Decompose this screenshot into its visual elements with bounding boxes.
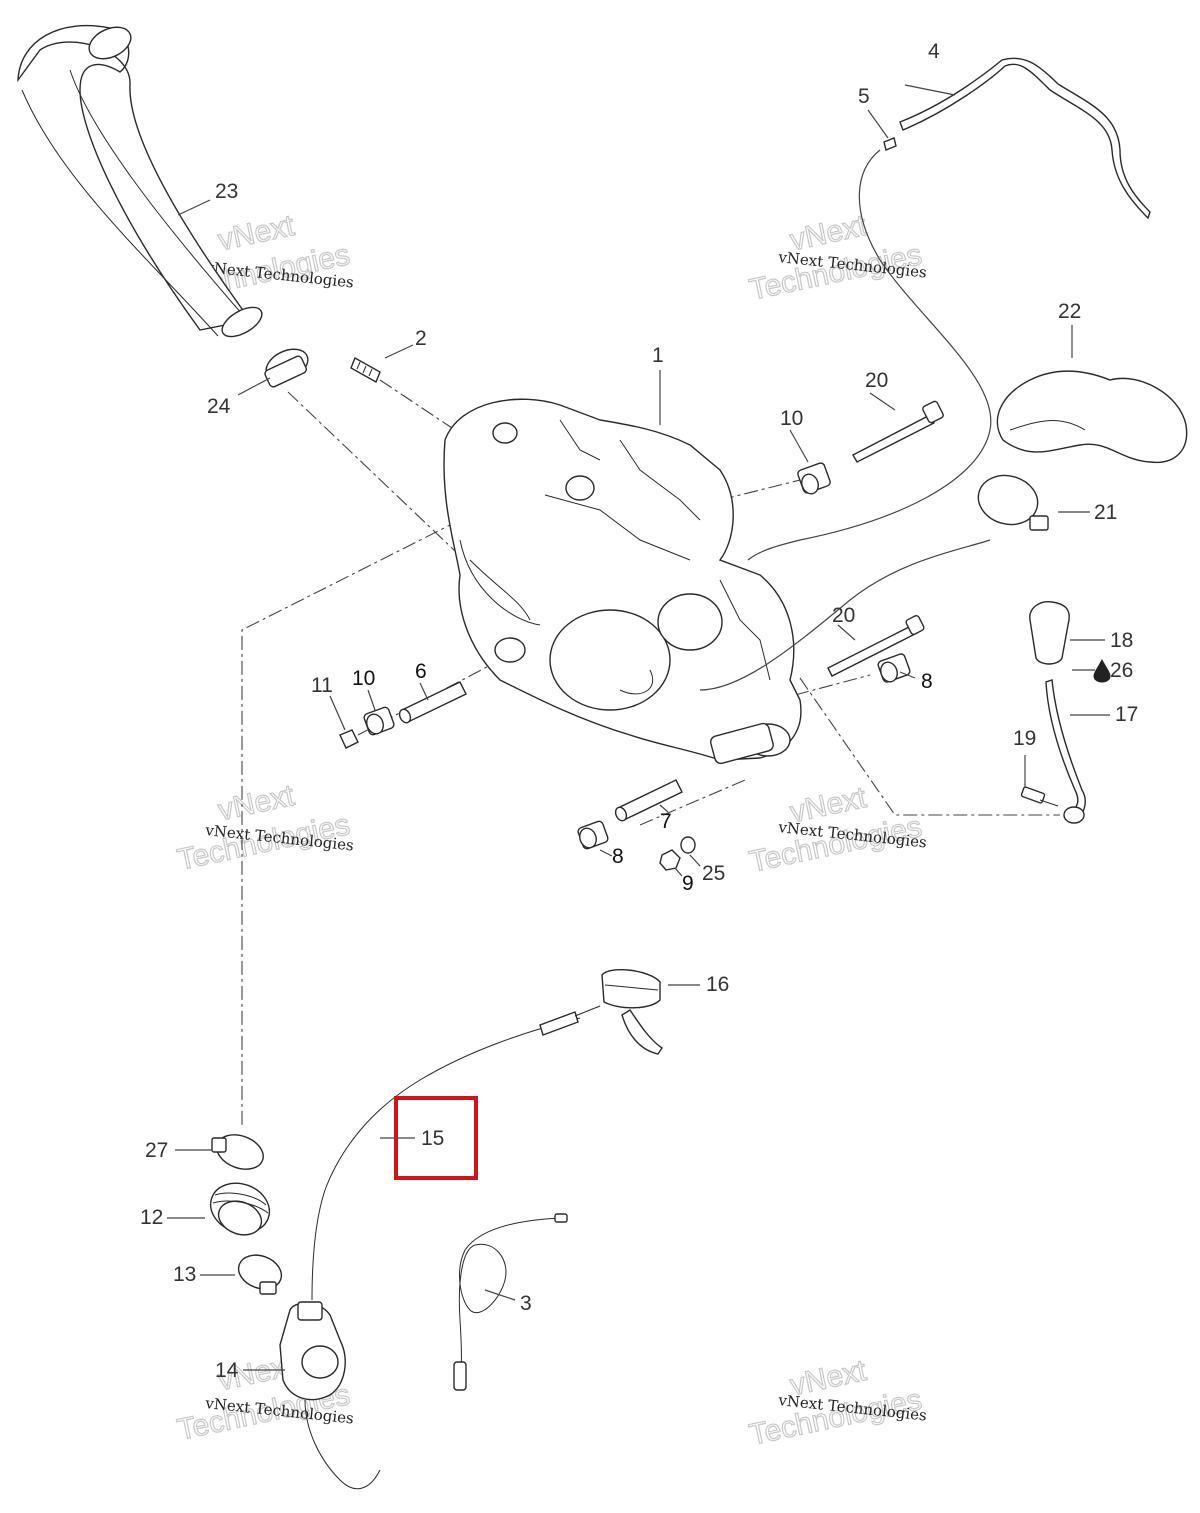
assembly-line-spark-plug	[379, 379, 471, 441]
intake-clamp-lower-part	[237, 1254, 283, 1295]
assembly-line-oil	[799, 677, 1060, 816]
bolt-lower-part	[827, 615, 925, 677]
part-label-1: 1	[652, 344, 664, 367]
part-label-2: 2	[415, 327, 427, 350]
bushing-left-part	[363, 706, 395, 736]
vent-tube-part	[899, 57, 1151, 220]
engine-block-part	[443, 398, 802, 765]
part-label-13: 13	[173, 1263, 196, 1286]
part-label-11: 11	[311, 674, 333, 697]
part-label-21: 21	[1094, 501, 1117, 524]
vent-fitting-part	[883, 137, 897, 151]
oil-hose-part	[1045, 679, 1086, 824]
part-label-27: 27	[145, 1139, 168, 1162]
washer-lower-part	[680, 836, 696, 854]
throttle-lever-part	[601, 969, 663, 1055]
spacer-left-part	[398, 681, 467, 724]
bolt-upper-part	[852, 400, 944, 463]
part-label-10-upper: 10	[780, 407, 803, 430]
part-label-8-lower: 8	[612, 845, 624, 868]
part-label-4: 4	[928, 40, 940, 63]
nut-lower-part	[659, 849, 681, 871]
intake-boot-part	[209, 1182, 271, 1236]
vent-tube-route	[747, 149, 992, 561]
part-label-22: 22	[1058, 300, 1081, 323]
part-label-20-lower: 20	[832, 604, 855, 627]
air-filter-part	[996, 370, 1188, 464]
carburetor-part	[279, 1301, 381, 1490]
bushing-right-part	[877, 653, 911, 683]
part-label-12: 12	[140, 1206, 163, 1229]
intake-clamp-upper-part	[211, 1134, 264, 1170]
vent-route-lower	[699, 539, 991, 691]
assembly-line-bolt-20a	[719, 479, 801, 501]
oil-tank-part	[1029, 601, 1070, 665]
part-label-9: 9	[682, 872, 694, 895]
part-label-16: 16	[706, 973, 729, 996]
part-label-14: 14	[215, 1359, 239, 1382]
choke-cable-part	[453, 1213, 568, 1391]
assembly-line-bolt-20b	[794, 674, 871, 696]
assembly-line-spacer-7	[639, 779, 746, 826]
part-label-23: 23	[215, 180, 238, 203]
part-label-7: 7	[660, 810, 672, 833]
bushing-lower-part	[577, 820, 609, 850]
oil-bolt-part	[1020, 786, 1059, 807]
leader-lines	[167, 84, 1110, 1371]
part-label-24: 24	[207, 395, 231, 418]
part-label-18: 18	[1110, 629, 1133, 652]
filter-clamp-part	[977, 474, 1049, 531]
highlight-box	[394, 1096, 478, 1180]
part-label-5: 5	[858, 85, 870, 108]
nut-left-part	[339, 729, 359, 749]
watermark-group: vNext Technologies vNext Technologies vN…	[174, 208, 928, 1452]
part-label-26: 26	[1110, 659, 1133, 682]
part-label-3: 3	[520, 1292, 532, 1315]
oil-drop-icon	[1093, 658, 1111, 683]
part-label-17: 17	[1115, 703, 1138, 726]
bushing-upper-part	[797, 462, 831, 495]
part-label-25: 25	[702, 862, 725, 885]
spacer-lower-part	[614, 779, 683, 822]
part-labels: 1 2 3 4 5 6 7 8 8 9 10 10 11 12 13 14 15…	[140, 40, 1138, 1382]
throttle-cable-part	[311, 1005, 601, 1301]
exhaust-pipe-part	[17, 24, 263, 338]
spark-plug-part	[350, 356, 381, 384]
watermark-mid-left: vNext Technologies	[174, 778, 353, 877]
exhaust-clamp-part	[264, 348, 309, 388]
part-label-8-right: 8	[921, 670, 933, 693]
part-label-10-left: 10	[352, 667, 375, 690]
part-label-15: 15	[421, 1127, 444, 1150]
part-label-19: 19	[1013, 727, 1036, 750]
part-label-6: 6	[415, 660, 427, 683]
part-label-20-upper: 20	[865, 369, 888, 392]
assembly-line-intake	[241, 519, 461, 1125]
